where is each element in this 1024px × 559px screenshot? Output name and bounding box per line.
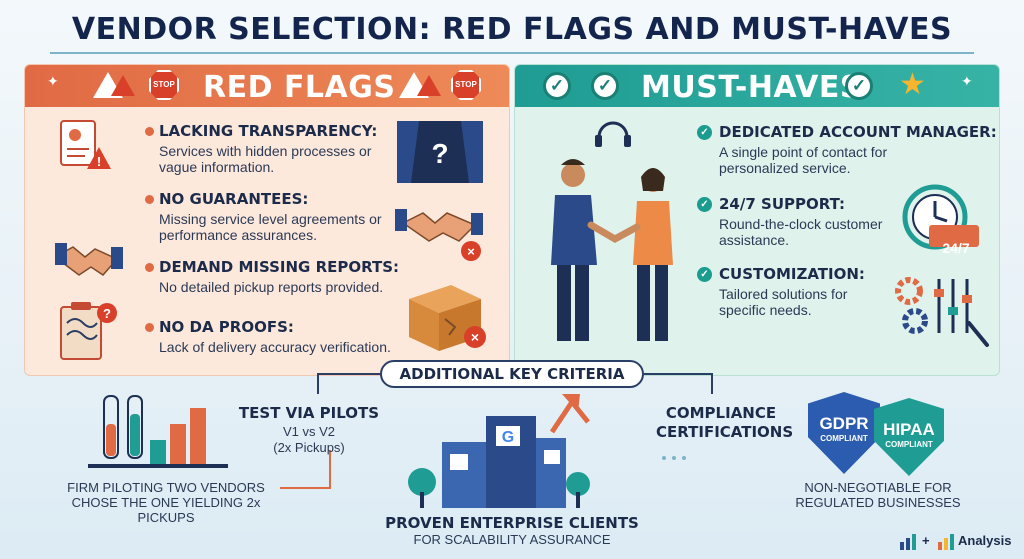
- check-bullet-icon: ✓: [697, 125, 712, 140]
- red-flag-body: Services with hidden processes or vague …: [159, 143, 372, 175]
- bullet-icon: [145, 195, 154, 204]
- svg-text:?: ?: [431, 138, 448, 169]
- person-man-icon: [551, 159, 597, 341]
- checkmark-icon: ✓: [845, 72, 873, 100]
- red-flag-title: DEMAND MISSING REPORTS:: [159, 258, 400, 276]
- checkmark-icon: ✓: [591, 72, 619, 100]
- sparkle-icon: ✦: [47, 73, 59, 89]
- compliance-title: COMPLIANCE CERTIFICATIONS: [656, 404, 794, 441]
- title-underline: [50, 52, 974, 54]
- must-haves-banner: ✓ ✓ MUST-HAVES ✓ ★ ✦: [515, 65, 999, 107]
- red-flag-title: LACKING TRANSPARENCY:: [159, 122, 378, 140]
- gdpr-label: GDPR: [819, 414, 869, 433]
- stop-sign-icon: STOP: [149, 70, 179, 100]
- analysis-icon: [938, 534, 954, 550]
- red-flag-body: No detailed pickup reports provided.: [159, 279, 384, 295]
- must-have-title: CUSTOMIZATION:: [719, 265, 865, 283]
- svg-text:G: G: [502, 429, 514, 446]
- test-tubes-chart-icon: [88, 395, 228, 468]
- red-flags-banner: ✦ STOP RED FLAGS STOP: [25, 65, 509, 107]
- svg-text:×: ×: [471, 329, 479, 345]
- must-have-title: DEDICATED ACCOUNT MANAGER:: [719, 123, 997, 141]
- must-haves-panel: ✓ ✓ MUST-HAVES ✓ ★ ✦: [514, 64, 1000, 376]
- warning-icon: [399, 72, 441, 98]
- handshake-broken-icon: ×: [395, 209, 483, 261]
- stop-sign-icon: STOP: [451, 70, 481, 100]
- criteria-connectors: [280, 373, 713, 489]
- hipaa-sublabel: COMPLIANT: [885, 440, 933, 449]
- chart-icon: [900, 534, 916, 550]
- bullet-icon: [145, 127, 154, 136]
- compliance-note: NON-NEGOTIABLE FOR REGULATED BUSINESSES: [795, 480, 961, 510]
- footer-label: Analysis: [958, 533, 1012, 548]
- must-have-body: A single point of contact for personaliz…: [719, 144, 888, 176]
- warning-icon: [93, 72, 135, 98]
- page-title: VENDOR SELECTION: RED FLAGS AND MUST-HAV…: [71, 12, 953, 47]
- must-have-title: 24/7 SUPPORT:: [719, 195, 846, 213]
- handshake-icon: [55, 243, 123, 276]
- red-flags-illustrations-right: ? × ×: [395, 121, 486, 351]
- bullet-icon: [145, 263, 154, 272]
- gdpr-sublabel: COMPLIANT: [820, 434, 868, 443]
- must-have-body: Round-the-clock customer assistance.: [719, 216, 883, 248]
- dots-decoration: [662, 456, 686, 460]
- must-haves-heading: MUST-HAVES: [641, 70, 862, 105]
- red-flags-heading: RED FLAGS: [203, 70, 396, 105]
- red-flag-body: Missing service level agreements or perf…: [159, 211, 382, 243]
- pilots-title: TEST VIA PILOTS: [238, 404, 380, 422]
- svg-text:?: ?: [103, 306, 111, 321]
- check-bullet-icon: ✓: [697, 197, 712, 212]
- handshake-arms: [587, 221, 641, 244]
- svg-text:!: !: [97, 154, 101, 169]
- bullet-icon: [145, 323, 154, 332]
- headset-icon: [595, 121, 631, 147]
- red-flag-title: NO GUARANTEES:: [159, 190, 309, 208]
- pilots-result: (2x Pickups): [273, 440, 345, 455]
- must-have-body: Tailored solutions for specific needs.: [719, 286, 848, 318]
- red-flag-body: Lack of delivery accuracy verification.: [159, 339, 391, 355]
- account-manager-illustration: [551, 121, 673, 341]
- document-warning-icon: !: [60, 120, 111, 169]
- person-woman-icon: [633, 168, 673, 341]
- svg-text:×: ×: [467, 244, 475, 259]
- clipboard-question-icon: ?: [60, 302, 117, 360]
- additional-criteria-heading: ADDITIONAL KEY CRITERIA: [380, 360, 644, 388]
- clock-24-7-icon: [902, 184, 979, 250]
- enterprise-subtitle: FOR SCALABILITY ASSURANCE: [413, 532, 611, 547]
- badge-24-7: 24/7: [942, 240, 970, 256]
- damaged-box-icon: ×: [409, 285, 486, 351]
- red-flags-panel: ✦ STOP RED FLAGS STOP ! ?: [24, 64, 510, 376]
- support-customization-illustrations: [895, 184, 989, 347]
- enterprise-buildings-icon: G: [408, 394, 590, 508]
- sparkle-icon: ✦: [961, 73, 973, 89]
- gears-sliders-icon: [895, 277, 989, 347]
- enterprise-title: PROVEN ENTERPRISE CLIENTS: [385, 514, 639, 532]
- curtain-question-icon: ?: [397, 121, 483, 183]
- red-flag-title: NO DA PROOFS:: [159, 318, 294, 336]
- footer-plus: +: [922, 533, 930, 548]
- hipaa-label: HIPAA: [883, 420, 935, 439]
- star-icon: ★: [899, 68, 926, 101]
- checkmark-icon: ✓: [543, 72, 571, 100]
- check-bullet-icon: ✓: [697, 267, 712, 282]
- pilot-note: FIRM PILOTING TWO VENDORS CHOSE THE ONE …: [67, 480, 265, 525]
- red-flags-illustrations: ! ?: [55, 120, 123, 360]
- pilots-versions: V1 vs V2: [282, 424, 336, 439]
